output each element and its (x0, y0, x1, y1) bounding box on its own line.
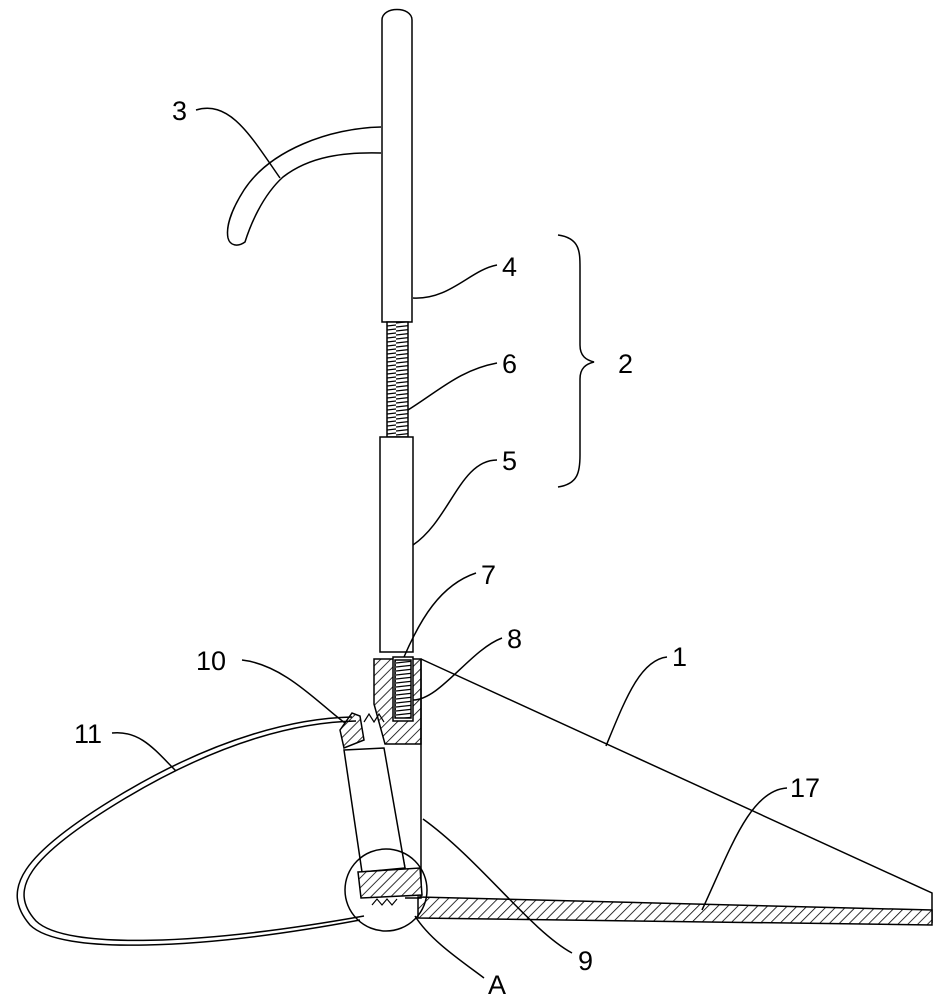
label-11: 11 (74, 719, 102, 749)
label-5: 5 (502, 446, 517, 476)
leader-10 (241, 659, 346, 724)
connector-screw (394, 659, 412, 719)
leader-3 (195, 107, 281, 179)
handle-base (405, 659, 422, 899)
leader-6 (407, 362, 498, 411)
dustpan-body (420, 658, 933, 923)
leader-1 (605, 656, 668, 747)
label-2: 2 (618, 349, 633, 379)
leader-9 (422, 818, 573, 954)
spring-10 (363, 712, 385, 724)
label-8: 8 (507, 624, 522, 654)
leader-8 (412, 637, 503, 701)
upper-latch (339, 712, 365, 750)
leader-11 (111, 732, 177, 772)
leader-A (414, 915, 485, 979)
bottom-plate (417, 896, 933, 926)
label-6: 6 (502, 349, 517, 379)
label-3: 3 (172, 96, 187, 126)
label-4: 4 (502, 252, 517, 282)
bracket-2 (557, 234, 595, 488)
label-1: 1 (672, 642, 687, 672)
lower-tube (379, 436, 414, 653)
upper-tube (381, 8, 413, 323)
leader-5 (412, 459, 498, 546)
detail-circle-A (344, 848, 428, 932)
label-7: 7 (481, 560, 496, 590)
wire-loop-inner (23, 720, 365, 942)
hook (226, 126, 382, 246)
threaded-rod (386, 321, 409, 438)
leader-17 (701, 787, 788, 911)
lower-block (357, 867, 423, 899)
label-10: 10 (196, 646, 226, 676)
leader-7 (403, 572, 477, 658)
sleeve (343, 747, 406, 873)
label-17: 17 (790, 773, 820, 803)
label-9: 9 (578, 946, 593, 976)
label-A: A (488, 970, 506, 1000)
wire-loop (16, 716, 361, 946)
leader-4 (412, 264, 498, 299)
spring-A (371, 898, 398, 906)
